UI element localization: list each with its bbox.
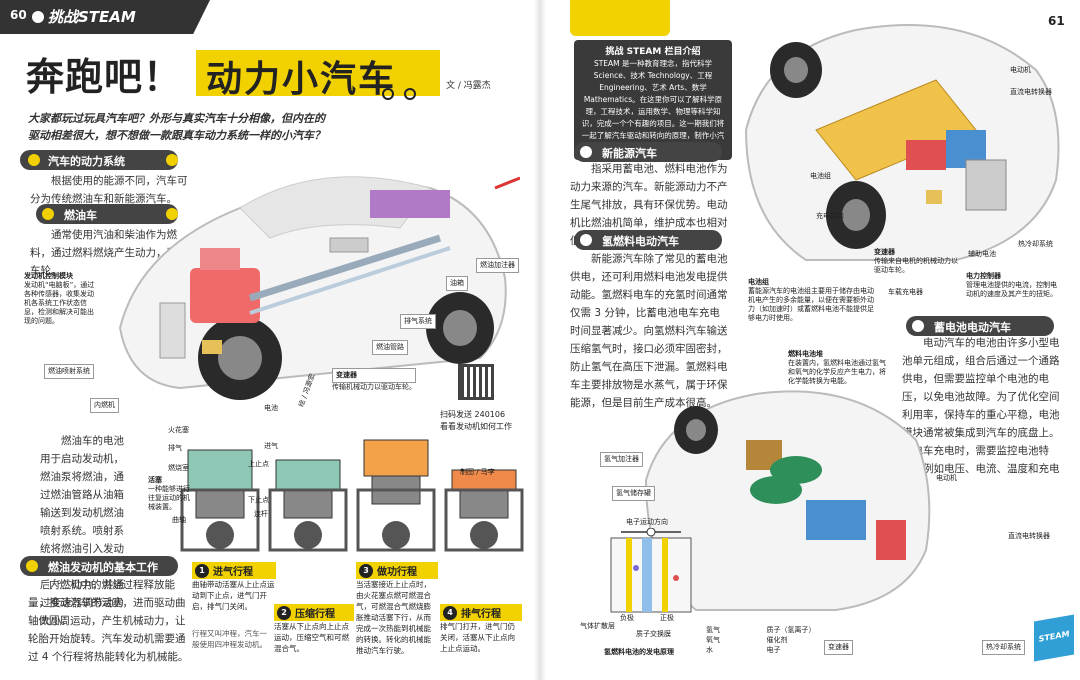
label-fuel-tank: 油箱 [446, 276, 468, 291]
section-heading: 燃油车 [36, 204, 178, 224]
section-text: 通常使用汽油和柴油作为燃料，通过燃料燃烧产生动力，驱动车轮。 [30, 229, 188, 277]
section-text: 内燃机中的燃烧过程释放能量，推动汽车的活塞，进而驱动曲轴做圆周运动，产生机械动力… [28, 579, 189, 663]
section-heading: 氢燃料电动汽车 [574, 230, 722, 250]
label-exhaust: 排气系统 [400, 314, 436, 329]
label-aux-battery: 辅助电池 [968, 250, 996, 258]
stroke-1: 1 进气行程 曲轴带动活塞从上止点运动到下止点，进气门开启，排气门关闭。 [192, 562, 276, 612]
label-h2-filler: 氢气加注器 [600, 452, 643, 467]
qr-caption: 看看发动机如何工作 [440, 422, 512, 431]
label-fuel-line: 燃油管路 [372, 340, 408, 355]
label-motor: 电动机 [936, 474, 957, 482]
fc-cathode: 正极 [660, 614, 674, 622]
title-highlight [196, 50, 440, 96]
label-dcdc: 直流电转换器 [1008, 532, 1050, 540]
page-gutter [534, 0, 546, 680]
section-text: 电动汽车的电池由许多小型电池单元组成，组合后通过一个通路供电，但需要监控单个电池… [902, 337, 1060, 493]
fc-anode: 负极 [620, 614, 634, 622]
label-ecu: 发动机控制模块 发动机“电脑板”，通过各种传感器，收集发动机各系统工作状态信息，… [24, 272, 95, 325]
qr-code[interactable] [458, 364, 494, 400]
page-number: 60 [10, 8, 27, 22]
steam-intro-title: 挑战 STEAM 栏目介绍 [605, 47, 701, 57]
page-number: 61 [1048, 14, 1065, 28]
section-heading: 蓄电池电动汽车 [906, 316, 1054, 336]
bullet-dot [28, 154, 40, 166]
label-battery-pack-desc: 电池组 蓄能源汽车的电池组主要用于储存由电动机电产生的多余能量，以便在需要额外动… [748, 278, 874, 322]
bullet-dot [580, 146, 592, 158]
right-page: 61 挑战 STEAM 栏目介绍 STEAM 是一种教育理念，指代科学 Scie… [540, 0, 1080, 680]
bullet-dot [166, 208, 178, 220]
h2-car-illustration [644, 390, 931, 611]
label-motor: 电动机 [1010, 66, 1031, 74]
author: 文 / 冯露杰 [446, 81, 491, 91]
section-heading-text: 汽车的动力系统 [48, 155, 125, 168]
label-engine: 内燃机 [90, 398, 119, 413]
wheel-icon [382, 88, 394, 100]
label-onboard-charger: 车载充电器 [888, 288, 923, 296]
fc-legend: 氢气 质子（氢离子） 氧气 催化剂 水 电子 [706, 626, 816, 654]
label-fuel-cell: 燃料电池堆 在装置内，氢燃料电池通过氢气和氧气的化学反应产生电力，将化学能转换为… [788, 350, 886, 385]
bullet-dot [42, 208, 54, 220]
drawing-credit: 制图 / 马李 [460, 468, 495, 476]
fc-membrane: 质子交换膜 [636, 630, 671, 638]
label-battery: 电池 [264, 404, 278, 412]
stroke-2: 2 压缩行程 活塞从下止点向上止点运动，压缩空气和可燃混合气。 [274, 604, 354, 654]
wheel-icon [404, 88, 416, 100]
label-dcdc: 直流电转换器 [1010, 88, 1052, 96]
label-top-dead-center: 上止点 [248, 460, 269, 468]
bullet-dot [912, 320, 924, 332]
ev-car-illustration [744, 24, 1060, 261]
stroke-note: 行程又叫冲程，汽车一般使用四冲程发动机。 [192, 629, 267, 649]
label-transmission: 变速器 传输机械动力以驱动车轮。 [332, 368, 416, 392]
bullet-dot [580, 234, 592, 246]
label-thermal: 热冷却系统 [982, 640, 1025, 655]
label-charge-port: 充电接口 [816, 212, 844, 220]
label-transmission: 变速器 [824, 640, 853, 655]
title-part1: 奔跑吧！ [26, 55, 183, 99]
label-transmission: 变速器 传输来自电机的机械动力以驱动车轮。 [874, 248, 958, 274]
fc-gas-diffusion: 气体扩散层 [580, 622, 615, 630]
fc-caption: 氢燃料电池的发电原理 [604, 648, 674, 656]
fuel-car-illustration [118, 176, 520, 400]
brand-icon [32, 11, 44, 23]
label-bottom-dead-center: 下止点 [248, 496, 269, 504]
steam-logo: STEAM [1034, 614, 1074, 662]
label-h2-tank: 氢气储存罐 [612, 486, 655, 501]
label-crank: 曲轴 [172, 516, 186, 524]
section-heading: 新能源汽车 [574, 142, 722, 162]
left-page: 60 挑战STEAM 奔跑吧！ 动力小汽车 文 / 冯露杰 大家都玩过玩具汽车吧… [0, 0, 524, 663]
label-fuel-injection: 燃油喷射系统 [44, 364, 94, 379]
label-rod: 连杆 [254, 510, 268, 518]
fuel-cell-diagram [610, 528, 692, 613]
label-controller: 电力控制器 管理电池提供的电流，控制电动机的速度及其产生的扭矩。 [966, 272, 1057, 298]
label-fuel-filler: 燃油加注器 [476, 258, 519, 273]
qr-caption: 扫码发送 240106 [440, 410, 506, 419]
section-text: 根据使用的能源不同，汽车可分为传统燃油车和新能源汽车。 [30, 175, 188, 205]
brand-title: 挑战STEAM [48, 8, 136, 26]
section-heading: 汽车的动力系统 [20, 150, 178, 170]
stroke-4: 4 排气行程 排气门打开，进气门仍关闭，活塞从下止点向上止点运动。 [440, 604, 522, 654]
yellow-tab [570, 0, 670, 36]
title-part2: 动力小汽车 [206, 59, 397, 100]
label-spark-plug: 火花塞 [168, 426, 189, 434]
label-exhaust: 排气 [168, 444, 182, 452]
label-piston: 活塞 一种能够进行往复运动的机械装置。 [148, 476, 190, 511]
bullet-dot [166, 154, 178, 166]
fc-direction: 电子运动方向 [626, 518, 668, 526]
label-combustion: 燃烧室 [168, 464, 189, 472]
label-thermal: 热冷却系统 [1018, 240, 1053, 248]
lead-paragraph: 大家都玩过玩具汽车吧？外形与真实汽车十分相像，但内在的驱动相差很大，想不想做一款… [28, 112, 325, 142]
stroke-3: 3 做功行程 当活塞接近上止点时，由火花塞点燃可燃混合气，可燃混合气燃烧膨胀推动… [356, 562, 438, 656]
section-heading: 燃油发动机的基本工作原理 [20, 556, 178, 590]
label-battery-pack: 电池组 [810, 172, 831, 180]
section-text: 指采用蓄电池、燃料电池作为动力来源的汽车。新能源动力不产生尾气排放，具有环保优势… [570, 163, 728, 247]
engine-stroke-diagrams [180, 439, 524, 552]
label-intake: 进气 [264, 442, 278, 450]
steam-intro-box [574, 40, 732, 160]
bullet-dot [26, 560, 38, 572]
steam-intro-text: STEAM 是一种教育理念，指代科学 Science、技术 Technology… [581, 59, 725, 152]
section-text: 新能源汽车除了常见的蓄电池供电，还可利用燃料电池发电提供动能。氢燃料电车的充氢时… [570, 253, 728, 409]
